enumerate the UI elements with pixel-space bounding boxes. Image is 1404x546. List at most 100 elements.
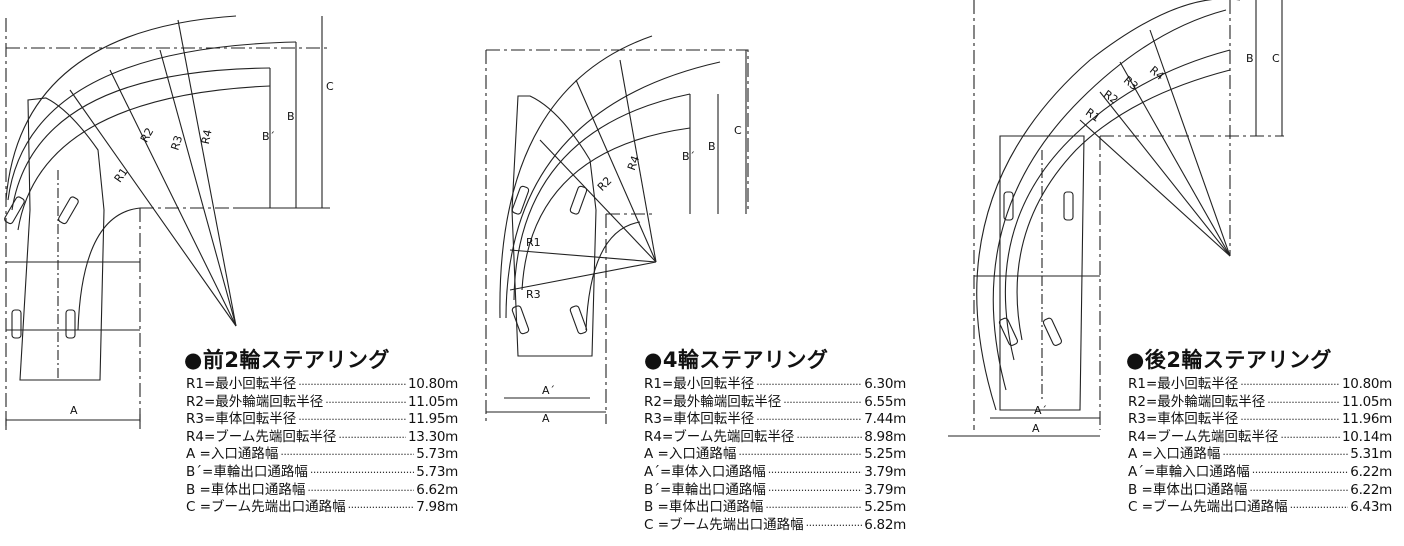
label-r1: R1: [1083, 106, 1102, 125]
radius-line: [69, 89, 237, 327]
label-c: C: [1272, 52, 1280, 65]
label-a: A: [542, 412, 550, 425]
spec-row: R2=最外輪端回転半径6.55m: [644, 394, 906, 412]
radius-line: [539, 139, 657, 263]
arc-r3: [7, 41, 297, 201]
label-b: B: [708, 140, 716, 153]
label-c: C: [734, 124, 742, 137]
spec-row: R1=最小回転半径10.80m: [186, 376, 458, 394]
label-r4: R4: [625, 154, 642, 172]
spec-row: A =入口通路幅5.73m: [186, 446, 458, 464]
radius-line: [619, 59, 657, 263]
front-steering-diagram: A B´ B C R1 R2 R3 R4: [4, 15, 334, 430]
spec-row: R4=ブーム先端回転半径13.30m: [186, 429, 458, 447]
radius-line: [509, 261, 657, 291]
label-c: C: [326, 80, 334, 93]
spec-row: B =車体出口通路幅6.62m: [186, 482, 458, 500]
arc-r1: [521, 127, 691, 291]
radius-line: [159, 49, 237, 327]
arc-r2: [513, 93, 691, 301]
label-r2: R2: [595, 174, 615, 194]
wheel: [1042, 317, 1063, 346]
spec-row: R1=最小回転半径10.80m: [1128, 376, 1392, 394]
arc-r4: [976, 0, 1240, 411]
spec-list-front: R1=最小回転半径10.80m R2=最外輪端回転半径11.05m R3=車体回…: [186, 376, 458, 517]
label-b: B: [1246, 52, 1254, 65]
arc-r1: [1016, 69, 1231, 341]
wheel: [65, 309, 76, 339]
spec-row: C =ブーム先端出口通路幅6.43m: [1128, 499, 1392, 517]
radius-line: [1149, 29, 1231, 257]
wheel: [511, 305, 530, 335]
label-r1: R1: [112, 165, 131, 184]
vehicle-outline: [19, 97, 105, 381]
label-r1: R1: [526, 236, 541, 249]
radius-line: [1119, 61, 1231, 257]
radius-line: [177, 19, 237, 327]
label-r2: R2: [138, 126, 157, 145]
radius-line: [1099, 91, 1231, 257]
arc-r1: [17, 85, 271, 231]
radius-line: [1079, 119, 1231, 257]
spec-row: C =ブーム先端出口通路幅7.98m: [186, 499, 458, 517]
label-a: A: [1032, 422, 1040, 435]
spec-row: R3=車体回転半径11.96m: [1128, 411, 1392, 429]
wheel: [58, 196, 79, 225]
wheel: [998, 317, 1019, 346]
spec-list-four-wheel: R1=最小回転半径6.30m R2=最外輪端回転半径6.55m R3=車体回転半…: [644, 376, 906, 534]
wheel: [511, 185, 530, 215]
arc-r4: [5, 15, 237, 201]
spec-row: B´=車輪出口通路幅5.73m: [186, 464, 458, 482]
spec-row: A´=車体入口通路幅3.79m: [644, 464, 906, 482]
label-r4: R4: [199, 128, 215, 145]
spec-row: R3=車体回転半径7.44m: [644, 411, 906, 429]
spec-list-rear: R1=最小回転半径10.80m R2=最外輪端回転半径11.05m R3=車体回…: [1128, 376, 1392, 517]
path-boundary: [486, 49, 749, 212]
spec-row: B =車体出口通路幅6.22m: [1128, 482, 1392, 500]
wheel: [569, 305, 588, 335]
spec-row: B´=車輪出口通路幅3.79m: [644, 482, 906, 500]
spec-row: R4=ブーム先端回転半径10.14m: [1128, 429, 1392, 447]
vehicle-outline: [511, 95, 597, 357]
wheel: [1003, 191, 1014, 221]
arc-r3: [505, 61, 721, 319]
panel-title-front: ●前2輪ステアリング: [184, 348, 390, 372]
spec-row: R2=最外輪端回転半径11.05m: [186, 394, 458, 412]
rear-steering-diagram: A A´ B C R1 R2 R3 R4: [948, 0, 1284, 437]
label-r4: R4: [1147, 64, 1167, 83]
label-r3: R3: [526, 288, 541, 301]
panel-title-four-wheel: ●4輪ステアリング: [644, 348, 829, 372]
wheel: [569, 185, 588, 215]
label-r3: R3: [168, 134, 185, 152]
vehicle-outline: [999, 135, 1085, 411]
spec-row: R4=ブーム先端回転半径8.98m: [644, 429, 906, 447]
radius-line: [109, 69, 237, 327]
label-ap: A´: [542, 384, 555, 397]
label-ap: A´: [1034, 404, 1047, 417]
panel-title-rear: ●後2輪ステアリング: [1126, 348, 1332, 372]
arc-r4: [499, 35, 653, 319]
spec-row: A´=車輪入口通路幅6.22m: [1128, 464, 1392, 482]
wheel: [1063, 191, 1074, 221]
spec-row: B =車体出口通路幅5.25m: [644, 499, 906, 517]
spec-row: A =入口通路幅5.31m: [1128, 446, 1392, 464]
arc-r3: [992, 9, 1227, 391]
spec-row: C =ブーム先端出口通路幅6.82m: [644, 517, 906, 535]
arc-inner: [585, 221, 641, 331]
radius-line: [509, 249, 657, 263]
radius-line: [575, 79, 657, 263]
spec-row: A =入口通路幅5.25m: [644, 446, 906, 464]
label-b: B: [287, 110, 295, 123]
wheel: [4, 196, 25, 225]
arc-inner: [77, 207, 141, 331]
label-r3: R3: [1121, 74, 1141, 93]
arc-r2: [11, 67, 271, 211]
label-a: A: [70, 404, 78, 417]
spec-row: R3=車体回転半径11.95m: [186, 411, 458, 429]
label-bp: B´: [262, 130, 275, 143]
wheel: [11, 309, 22, 339]
label-r2: R2: [1101, 88, 1120, 107]
spec-row: R1=最小回転半径6.30m: [644, 376, 906, 394]
spec-row: R2=最外輪端回転半径11.05m: [1128, 394, 1392, 412]
